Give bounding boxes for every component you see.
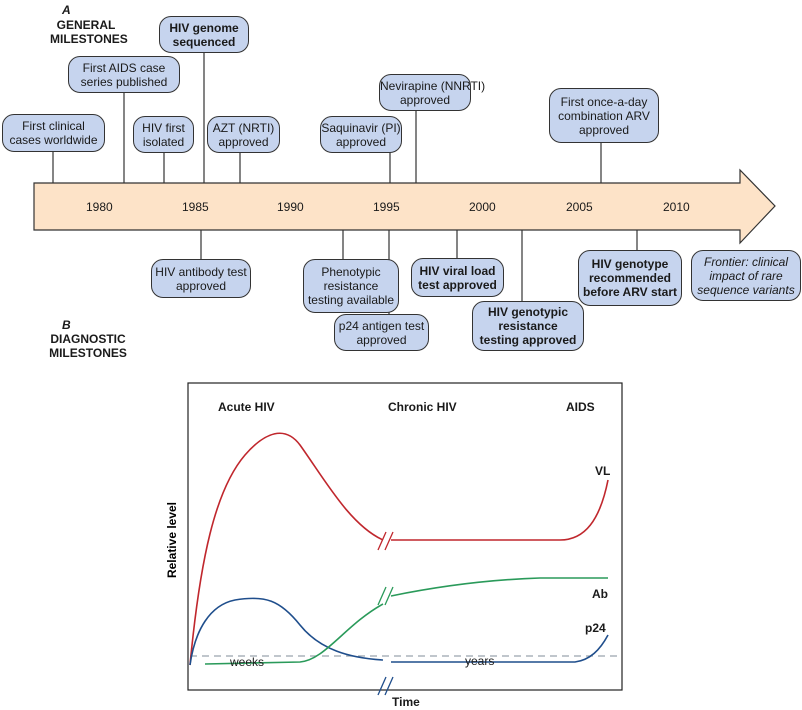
x-axis-label: Time <box>392 695 420 709</box>
title-line: GENERAL <box>56 18 116 32</box>
box-text-line: approved <box>399 92 451 107</box>
box-text-line: isolated <box>142 134 185 149</box>
ab-curve <box>204 603 384 665</box>
year-tick: 1980 <box>86 200 113 214</box>
year-tick: 1990 <box>277 200 304 214</box>
phase-aids: AIDS <box>566 400 595 414</box>
box-text-line: before ARV start <box>582 285 678 299</box>
year-tick: 2010 <box>663 200 690 214</box>
series-label-vl: VL <box>595 464 611 478</box>
box-text-line: test approved <box>418 277 497 292</box>
year-tick: 1985 <box>182 200 209 214</box>
box-text-line: sequenced <box>172 34 236 49</box>
timeline-arrow <box>33 168 776 245</box>
box-text-line: resistance <box>498 319 558 333</box>
box-text-line: Frontier: clinical <box>703 254 789 269</box>
box-text-line: approved <box>335 134 387 149</box>
x-segment-years: years <box>465 654 495 668</box>
box-text-line: First once-a-day <box>560 94 648 109</box>
box-text-line: impact of rare <box>709 268 783 283</box>
year-tick: 2005 <box>566 200 593 214</box>
ab-curve-chronic <box>390 577 608 597</box>
box-text-line: testing approved <box>479 333 577 347</box>
box-text-line: cases worldwide <box>9 133 98 147</box>
y-axis-label: Relative level <box>165 502 179 578</box>
milestone-azt-approved: AZT (NRTI)approved <box>207 116 280 153</box>
box-text-line: approved <box>218 134 269 149</box>
chart-frame <box>187 382 623 691</box>
phase-chronic: Chronic HIV <box>388 400 457 414</box>
box-text-line: HIV viral load <box>419 263 496 278</box>
year-tick: 1995 <box>373 200 400 214</box>
box-text-line: HIV genotypic <box>487 305 568 319</box>
box-text-line: approved <box>175 278 227 293</box>
box-text-line: Saquinavir (PI) <box>321 120 401 135</box>
vl-curve-chronic <box>391 479 609 541</box>
box-text-line: approved <box>578 122 630 137</box>
section-b-letter: B <box>62 318 71 332</box>
box-text-line: p24 antigen test <box>338 318 425 333</box>
vl-curve <box>189 432 384 666</box>
axis-break-marks <box>377 531 394 696</box>
series-label-ab: Ab <box>592 587 608 601</box>
box-text-line: series published <box>80 74 168 89</box>
connector-lines <box>52 52 638 314</box>
series-label-p24: p24 <box>585 621 606 635</box>
milestone-saquinavir-approved: Saquinavir (PI)approved <box>320 116 402 153</box>
year-tick: 2000 <box>469 200 496 214</box>
box-text-line: HIV first <box>142 120 185 135</box>
box-text-line: resistance <box>323 279 379 293</box>
box-text-line: Nevirapine (NNRTI) <box>380 78 486 93</box>
box-text-line: Phenotypic <box>321 265 381 279</box>
milestone-nevirapine-approved: Nevirapine (NNRTI)approved <box>379 74 486 111</box>
box-text-line: HIV antibody test <box>155 264 247 279</box>
phase-acute: Acute HIV <box>218 400 275 414</box>
box-text-line: First AIDS case <box>82 60 166 75</box>
p24-curve-chronic <box>391 634 609 663</box>
p24-curve <box>189 597 384 666</box>
box-text-line: First clinical <box>22 119 85 133</box>
box-text-line: sequence variants <box>697 282 795 297</box>
section-a-letter: A <box>62 3 71 17</box>
box-text-line: approved <box>356 332 407 347</box>
title-line: MILESTONES <box>49 346 127 360</box>
box-text-line: HIV genome <box>169 20 239 35</box>
title-line: DIAGNOSTIC <box>50 332 126 346</box>
box-text-line: testing available <box>307 293 395 307</box>
title-line: MILESTONES <box>50 32 128 46</box>
box-text-line: recommended <box>588 271 672 285</box>
box-text-line: AZT (NRTI) <box>212 120 275 135</box>
box-text-line: HIV genotype <box>591 257 669 271</box>
box-text-line: combination ARV <box>558 108 650 123</box>
x-segment-weeks: weeks <box>230 655 265 669</box>
